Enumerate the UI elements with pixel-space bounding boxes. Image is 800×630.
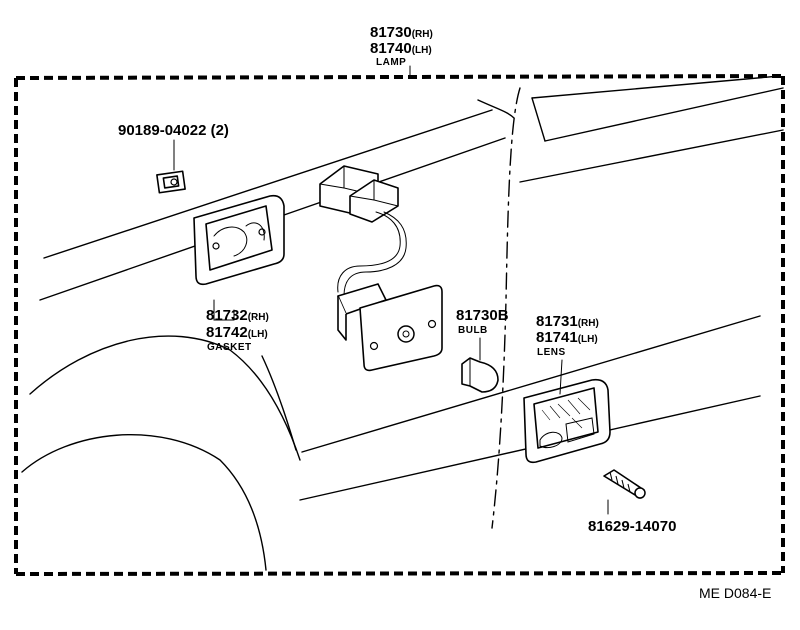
lamp-name-label: LAMP xyxy=(376,57,406,68)
lens-rh-part-number: 81731 xyxy=(536,313,578,330)
bulb-callout: 81730B BULB xyxy=(456,307,509,336)
lens-part xyxy=(523,378,611,464)
bulb-part-number: 81730B xyxy=(456,307,509,324)
gasket-part xyxy=(193,194,285,286)
diagram-code: ME D084-E xyxy=(699,585,771,601)
gasket-rh-part-number: 81732 xyxy=(206,307,248,324)
clip-part-number: 90189-04022 (2) xyxy=(118,122,229,139)
lens-lh-part-number: 81741 xyxy=(536,329,578,346)
lens-name-label: LENS xyxy=(537,347,566,358)
lamp-connector xyxy=(319,165,407,297)
svg-text:81742(LH): 81742(LH) xyxy=(206,324,268,341)
lamp-housing xyxy=(337,283,443,372)
bulb-name-label: BULB xyxy=(458,325,488,336)
lens-callout: 81731(RH) 81741(LH) LENS xyxy=(536,313,599,358)
gasket-name-label: GASKET xyxy=(207,342,252,353)
screw-callout: 81629-14070 xyxy=(588,518,676,535)
bulb-part xyxy=(461,357,499,393)
screw-part xyxy=(603,469,646,499)
lamp-lh-part-number: 81740 xyxy=(370,40,412,57)
lamp-rh-part-number: 81730 xyxy=(370,24,412,41)
gasket-rh-suffix: (RH) xyxy=(248,312,269,323)
screw-part-number: 81629-14070 xyxy=(588,518,676,535)
svg-text:81732(RH): 81732(RH) xyxy=(206,307,269,324)
lens-rh-suffix: (RH) xyxy=(578,318,599,329)
lamp-callout: 81730(RH) 81740(LH) LAMP xyxy=(370,24,433,68)
lens-lh-suffix: (LH) xyxy=(578,334,598,345)
leader-lines xyxy=(173,65,609,515)
lamp-rh-suffix: (RH) xyxy=(412,29,433,40)
gasket-callout: 81732(RH) 81742(LH) GASKET xyxy=(206,307,269,353)
svg-text:81741(LH): 81741(LH) xyxy=(536,329,598,346)
svg-text:81730(RH): 81730(RH) xyxy=(370,24,433,41)
clip-callout: 90189-04022 (2) xyxy=(118,122,229,139)
assembly-frame xyxy=(14,74,785,576)
svg-text:81731(RH): 81731(RH) xyxy=(536,313,599,330)
gasket-lh-suffix: (LH) xyxy=(248,329,268,340)
lamp-lh-suffix: (LH) xyxy=(412,45,432,56)
svg-text:81740(LH): 81740(LH) xyxy=(370,40,432,57)
clip-part xyxy=(156,170,186,194)
gasket-lh-part-number: 81742 xyxy=(206,324,248,341)
